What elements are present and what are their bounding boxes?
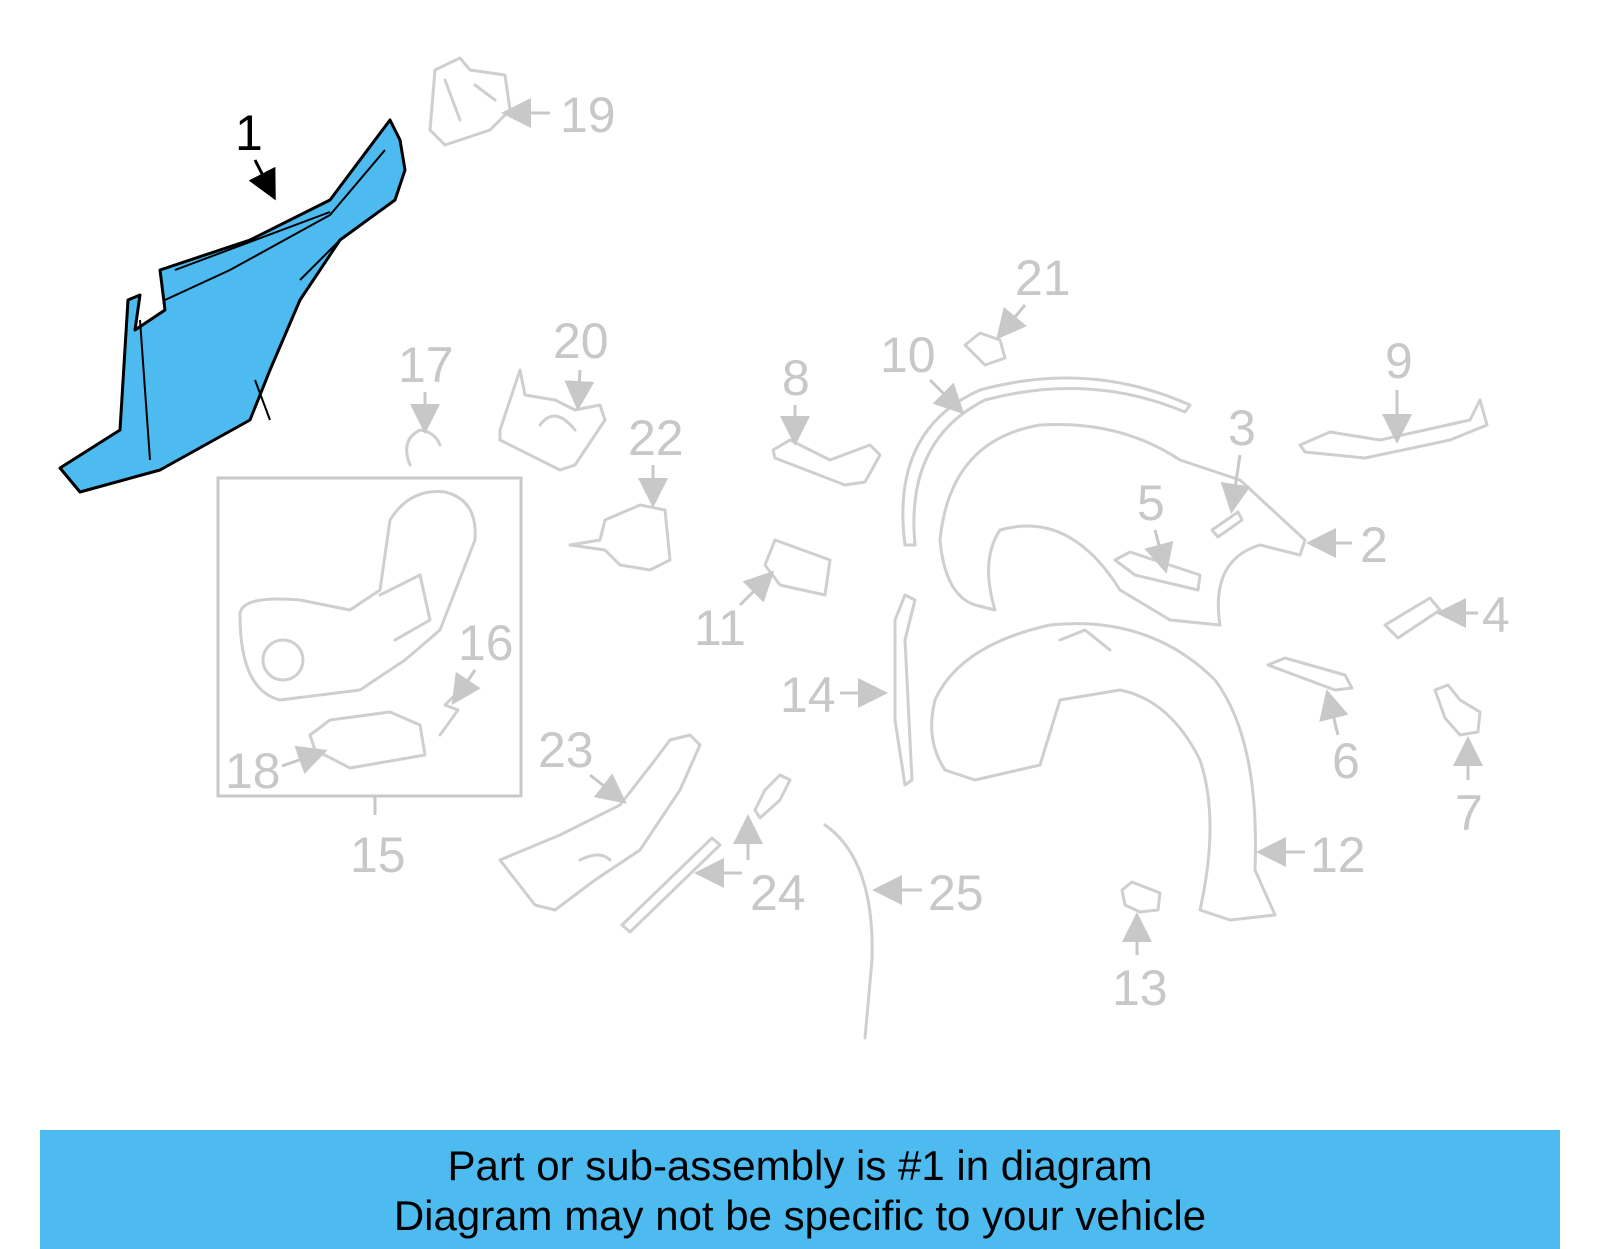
parts-diagram: 1 19 20 17 16 18	[58, 56, 1510, 1040]
callout-2: 2	[1306, 517, 1388, 573]
part-11[interactable]	[763, 538, 832, 597]
part-25[interactable]	[823, 823, 874, 1040]
svg-text:25: 25	[928, 865, 984, 921]
callout-10: 10	[880, 327, 965, 415]
svg-text:20: 20	[553, 313, 609, 369]
callout-19: 19	[501, 87, 616, 143]
callout-20: 20	[553, 313, 609, 411]
svg-text:3: 3	[1228, 400, 1256, 456]
svg-text:19: 19	[560, 87, 616, 143]
svg-text:1: 1	[235, 105, 263, 161]
svg-text:17: 17	[398, 337, 454, 393]
svg-text:6: 6	[1332, 733, 1360, 789]
svg-text:23: 23	[538, 722, 594, 778]
part-3[interactable]	[1210, 510, 1244, 539]
svg-text:22: 22	[628, 410, 684, 466]
callout-22: 22	[628, 410, 684, 508]
svg-text:12: 12	[1310, 827, 1366, 883]
callout-7: 7	[1453, 736, 1483, 841]
svg-text:10: 10	[880, 327, 936, 383]
callout-6: 6	[1319, 689, 1360, 789]
callout-16: 16	[451, 615, 514, 705]
callout-21: 21	[996, 250, 1071, 340]
callout-1: 1	[235, 105, 276, 201]
part-19[interactable]	[428, 56, 512, 147]
callout-3: 3	[1220, 400, 1256, 514]
part-8[interactable]	[771, 438, 882, 487]
callout-24: 24	[694, 814, 806, 921]
callout-14: 14	[780, 667, 888, 723]
banner-line-2: Diagram may not be specific to your vehi…	[393, 1191, 1207, 1239]
svg-text:16: 16	[458, 615, 514, 671]
part-22[interactable]	[568, 503, 672, 572]
callout-18: 18	[225, 743, 328, 799]
svg-text:13: 13	[1112, 960, 1168, 1016]
callout-4: 4	[1436, 587, 1510, 643]
part-20[interactable]	[498, 368, 607, 472]
part-12[interactable]	[930, 622, 1277, 922]
banner-line-1: Part or sub-assembly is #1 in diagram	[447, 1141, 1153, 1189]
svg-text:15: 15	[350, 827, 406, 883]
part-13[interactable]	[1120, 880, 1162, 914]
callout-5: 5	[1137, 475, 1174, 574]
callout-23: 23	[538, 722, 627, 804]
part-2[interactable]	[938, 422, 1307, 627]
callout-17: 17	[398, 337, 454, 434]
svg-text:11: 11	[694, 600, 746, 656]
callout-25: 25	[872, 865, 984, 921]
part-23[interactable]	[498, 733, 702, 912]
svg-text:8: 8	[782, 350, 810, 406]
part-7[interactable]	[1433, 683, 1482, 737]
callout-13: 13	[1112, 912, 1168, 1016]
svg-text:9: 9	[1385, 333, 1413, 389]
callout-12: 12	[1256, 827, 1366, 883]
callout-11: 11	[694, 570, 775, 656]
callout-9: 9	[1382, 333, 1413, 444]
svg-text:21: 21	[1015, 250, 1071, 306]
svg-text:5: 5	[1137, 475, 1165, 531]
part-4[interactable]	[1383, 596, 1442, 640]
part-17[interactable]	[405, 428, 442, 467]
part-9[interactable]	[1298, 398, 1489, 460]
part-21[interactable]	[963, 331, 1007, 367]
callout-15: 15	[350, 827, 406, 883]
part-10[interactable]	[901, 376, 1192, 547]
callout-8: 8	[780, 350, 810, 446]
part-14[interactable]	[893, 593, 917, 787]
svg-text:14: 14	[780, 667, 836, 723]
subassembly-box-15	[216, 476, 523, 815]
svg-text:18: 18	[225, 743, 281, 799]
part-1-quarter-panel[interactable]	[58, 118, 407, 494]
svg-text:2: 2	[1360, 517, 1388, 573]
svg-text:7: 7	[1455, 785, 1483, 841]
svg-text:24: 24	[750, 865, 806, 921]
part-6[interactable]	[1266, 656, 1354, 692]
part-5[interactable]	[1113, 550, 1202, 592]
info-banner: Part or sub-assembly is #1 in diagram Di…	[40, 1130, 1560, 1249]
svg-text:4: 4	[1482, 587, 1510, 643]
